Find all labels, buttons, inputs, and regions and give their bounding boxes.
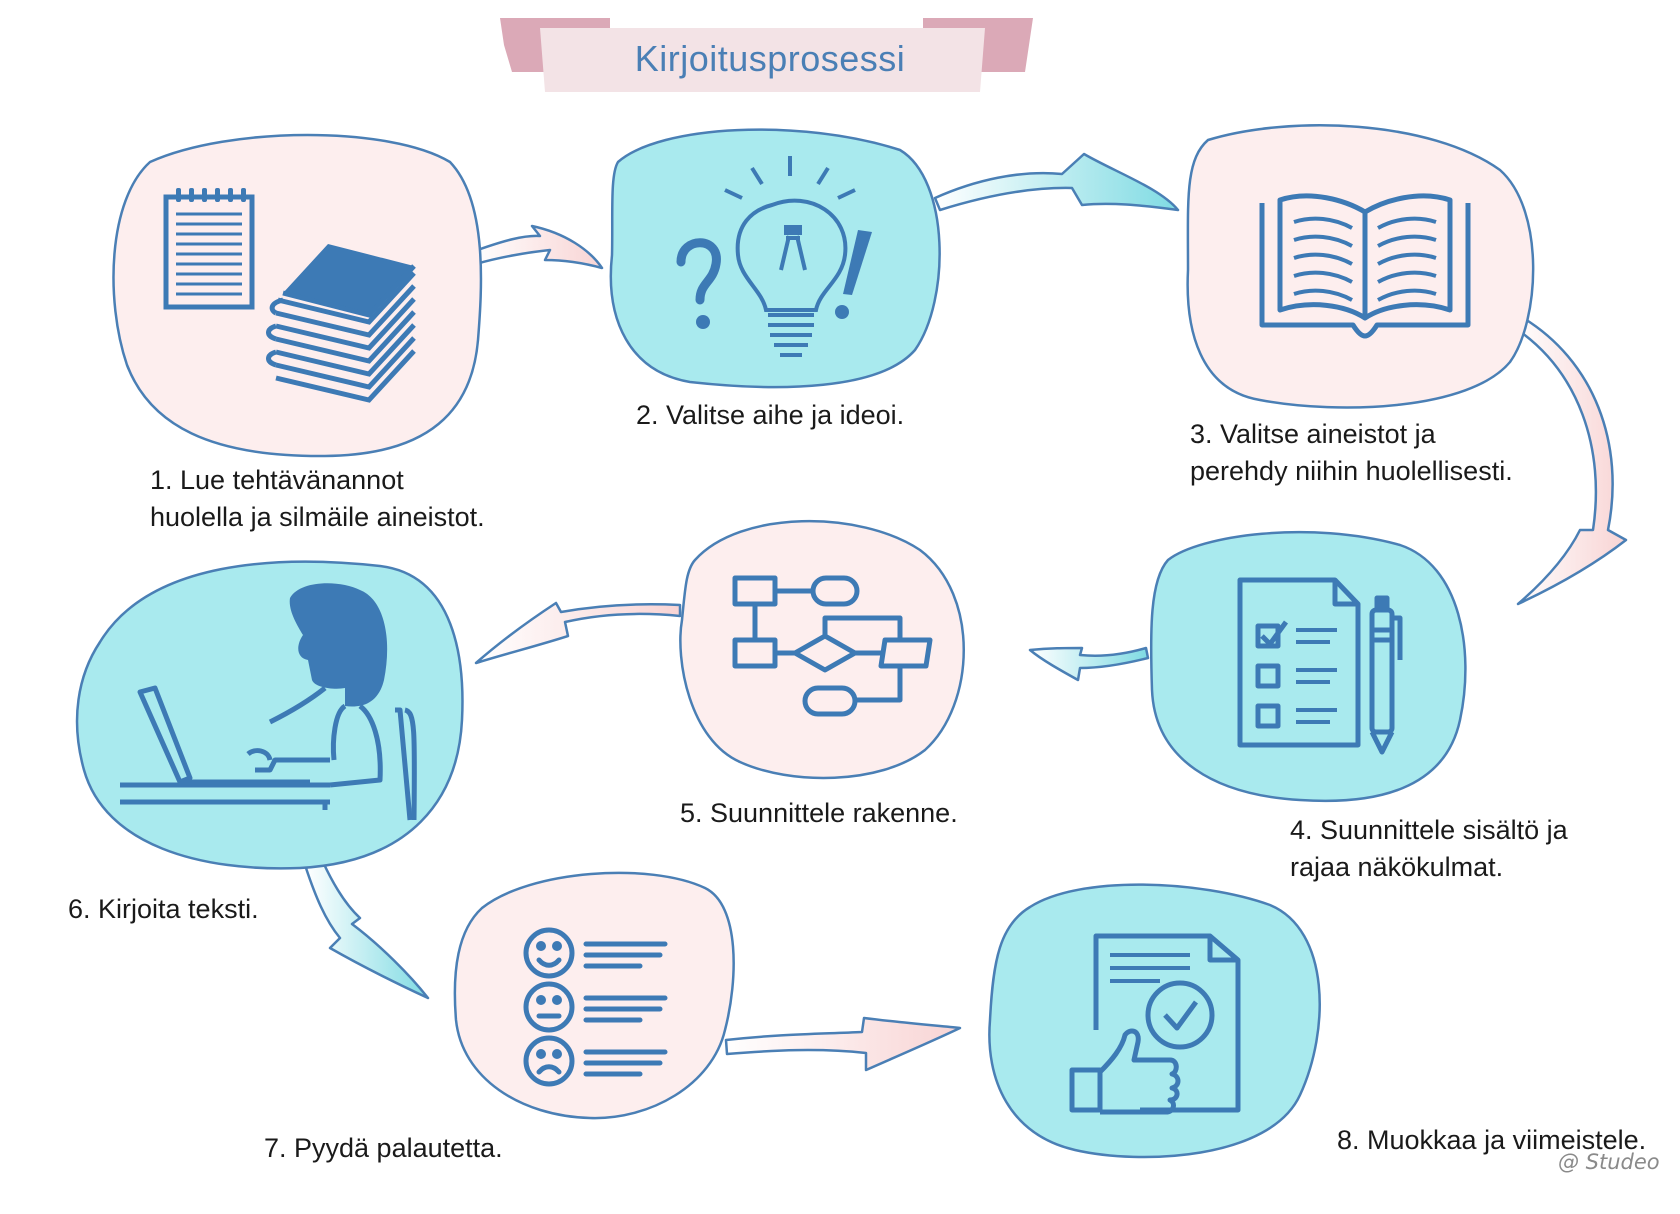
step-7-label-line-1: 7. Pyydä palautetta.	[264, 1133, 503, 1163]
feedback-faces-icon	[523, 927, 668, 1087]
arrow-1-to-2	[470, 224, 604, 270]
title-ribbon	[500, 18, 1033, 92]
step-3-label-line-2: perehdy niihin huolellisesti.	[1190, 456, 1513, 486]
step-5-label-line-1: 5. Suunnittele rakenne.	[680, 798, 958, 828]
step-2-label-line-1: 2. Valitse aihe ja ideoi.	[636, 400, 905, 430]
page-title: Kirjoitusprosessi	[634, 38, 906, 79]
arrow-6-to-7	[304, 860, 430, 1000]
flowchart-icon	[732, 575, 933, 717]
step-3-bubble	[1186, 124, 1535, 409]
step-7-bubble	[453, 871, 735, 1120]
arrow-4-to-5	[1028, 646, 1150, 682]
step-4-label-line-1: 4. Suunnittele sisältö ja	[1290, 815, 1568, 845]
step-3-label-line-1: 3. Valitse aineistot ja	[1190, 419, 1436, 449]
step-7-label: 7. Pyydä palautetta.	[264, 1130, 503, 1167]
step-1-label-line-1: 1. Lue tehtävänannot	[150, 465, 404, 495]
step-5-bubble	[679, 519, 965, 780]
step-8-label: 8. Muokkaa ja viimeistele.	[1337, 1122, 1646, 1159]
approved-document-icon	[1069, 933, 1241, 1115]
step-6-bubble	[75, 560, 464, 870]
arrow-7-to-8	[724, 1016, 962, 1072]
step-2-label: 2. Valitse aihe ja ideoi.	[636, 397, 904, 434]
step-4-bubble	[1149, 530, 1467, 803]
step-1-label: 1. Lue tehtävänannot huolella ja silmäil…	[150, 462, 485, 536]
step-5-label: 5. Suunnittele rakenne.	[680, 795, 958, 832]
notepad-and-books-icon	[163, 188, 416, 403]
credit-text: @ Studeo	[1558, 1150, 1660, 1174]
step-8-label-line-1: 8. Muokkaa ja viimeistele.	[1337, 1125, 1647, 1155]
step-8-bubble	[988, 883, 1321, 1159]
checklist-and-pen-icon	[1237, 577, 1403, 755]
woman-writing-on-laptop-icon	[120, 583, 417, 821]
step-3-label: 3. Valitse aineistot ja perehdy niihin h…	[1190, 416, 1513, 490]
open-book-icon	[1259, 193, 1471, 339]
arrow-3-to-4	[1510, 314, 1628, 606]
lightbulb-question-exclamation-icon	[676, 156, 872, 357]
step-1-label-line-2: huolella ja silmäile aineistot.	[150, 502, 485, 532]
arrow-2-to-3	[933, 152, 1180, 212]
step-6-label-line-1: 6. Kirjoita teksti.	[68, 894, 259, 924]
step-6-label: 6. Kirjoita teksti.	[68, 891, 259, 928]
step-4-label: 4. Suunnittele sisältö ja rajaa näkökulm…	[1290, 812, 1568, 886]
arrow-5-to-6	[474, 601, 682, 665]
step-2-bubble	[609, 128, 941, 389]
step-4-label-line-2: rajaa näkökulmat.	[1290, 852, 1504, 882]
